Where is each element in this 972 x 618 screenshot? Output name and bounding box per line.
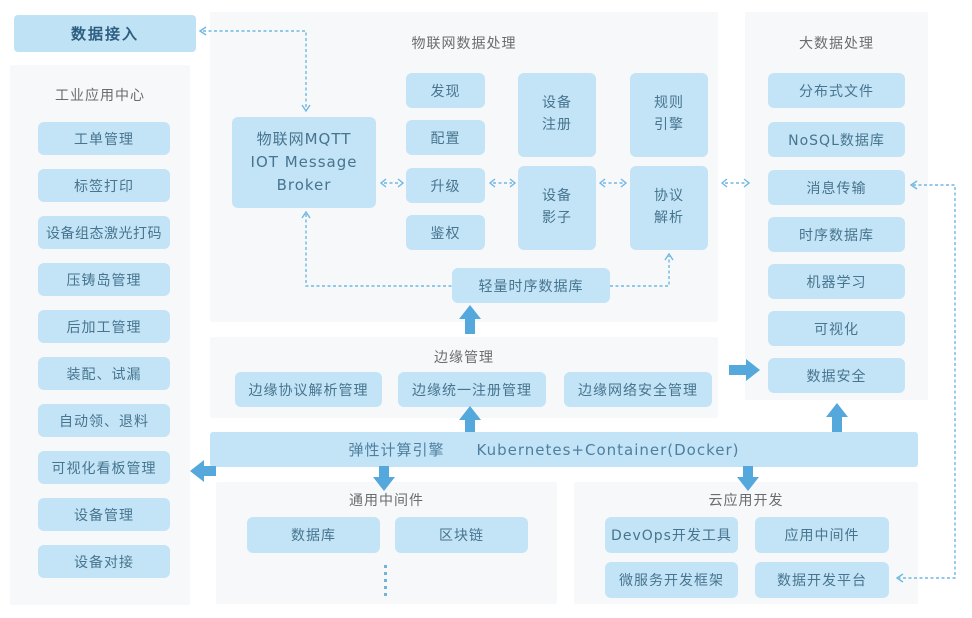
- app-item-device-mgmt: 设备管理: [38, 498, 170, 531]
- cloud-panel-title: 云应用开发: [708, 493, 784, 509]
- edge-register-mgmt: 边缘统一注册管理: [398, 372, 546, 407]
- iot-module-device-register: 设备 注册: [518, 73, 596, 157]
- mqtt-broker-box: 物联网MQTT IOT Message Broker: [232, 117, 376, 208]
- edge-security-mgmt: 边缘网络安全管理: [564, 372, 712, 407]
- iot-module-protocol-parse: 协议 解析: [630, 166, 708, 250]
- app-item-work-order: 工单管理: [38, 122, 170, 155]
- cloud-devops-tools: DevOps开发工具: [605, 517, 738, 553]
- cloud-panel: 云应用开发 DevOps开发工具 应用中间件 微服务开发框架 数据开发平台: [574, 482, 918, 604]
- app-item-die-cast: 压铸岛管理: [38, 263, 170, 296]
- data-access-box: 数据接入: [14, 15, 196, 52]
- arrowhead-left-data-access: [198, 26, 207, 36]
- compute-engine-label: 弹性计算引擎: [348, 441, 445, 459]
- middleware-blockchain: 区块链: [395, 517, 528, 553]
- bigdata-visualization: 可视化: [768, 311, 905, 346]
- cloud-data-dev-platform: 数据开发平台: [755, 562, 889, 598]
- iot-module-rule-engine: 规则 引擎: [630, 73, 708, 157]
- bigdata-timeseries-db: 时序数据库: [768, 217, 905, 252]
- cloud-microservice-framework: 微服务开发框架: [605, 562, 738, 598]
- middleware-panel-title: 通用中间件: [349, 493, 424, 509]
- solid-arrow-up-to-bigdata: [826, 403, 848, 432]
- app-item-assembly: 装配、试漏: [38, 357, 170, 390]
- industrial-app-panel: 工业应用中心 工单管理 标签打印 设备组态激光打码 压铸岛管理 后加工管理 装配…: [10, 65, 190, 605]
- elastic-compute-bar: 弹性计算引擎 Kubernetes+Container(Docker): [210, 432, 918, 467]
- app-item-post-process: 后加工管理: [38, 310, 170, 343]
- app-item-dashboard: 可视化看板管理: [38, 451, 170, 484]
- bigdata-data-security: 数据安全: [768, 358, 905, 393]
- iot-func-upgrade: 升级: [406, 168, 485, 203]
- app-item-label-print: 标签打印: [38, 169, 170, 202]
- edge-protocol-mgmt: 边缘协议解析管理: [235, 372, 382, 407]
- vertical-ellipsis-icon: [384, 565, 387, 596]
- edge-panel: 边缘管理 边缘协议解析管理 边缘统一注册管理 边缘网络安全管理: [210, 337, 718, 418]
- industrial-app-title: 工业应用中心: [55, 88, 145, 104]
- bigdata-machine-learning: 机器学习: [768, 264, 905, 299]
- iot-func-auth: 鉴权: [406, 215, 485, 250]
- app-item-auto-material: 自动领、退料: [38, 404, 170, 437]
- iot-panel: 物联网数据处理 物联网MQTT IOT Message Broker 发现 配置…: [210, 12, 718, 322]
- iot-func-config: 配置: [406, 120, 485, 155]
- edge-panel-title: 边缘管理: [434, 350, 494, 366]
- iot-func-discovery: 发现: [406, 73, 485, 108]
- bigdata-panel: 大数据处理 分布式文件 NoSQL数据库 消息传输 时序数据库 机器学习 可视化…: [745, 12, 928, 400]
- cloud-app-middleware: 应用中间件: [755, 517, 889, 553]
- iot-module-device-shadow: 设备 影子: [518, 166, 596, 250]
- arrowhead-biarrow4-left: [720, 178, 728, 188]
- iot-panel-title: 物联网数据处理: [411, 36, 517, 52]
- bigdata-distributed-file: 分布式文件: [768, 73, 905, 108]
- app-item-laser-marking: 设备组态激光打码: [38, 216, 170, 249]
- bigdata-messaging: 消息传输: [768, 170, 905, 205]
- app-item-device-dock: 设备对接: [38, 545, 170, 578]
- middleware-panel: 通用中间件 数据库 区块链: [216, 482, 557, 604]
- bigdata-nosql: NoSQL数据库: [768, 122, 905, 157]
- middleware-database: 数据库: [247, 517, 380, 553]
- bigdata-panel-title: 大数据处理: [799, 36, 874, 52]
- lightweight-tsdb-box: 轻量时序数据库: [452, 268, 610, 303]
- kubernetes-label: Kubernetes+Container(Docker): [476, 440, 740, 459]
